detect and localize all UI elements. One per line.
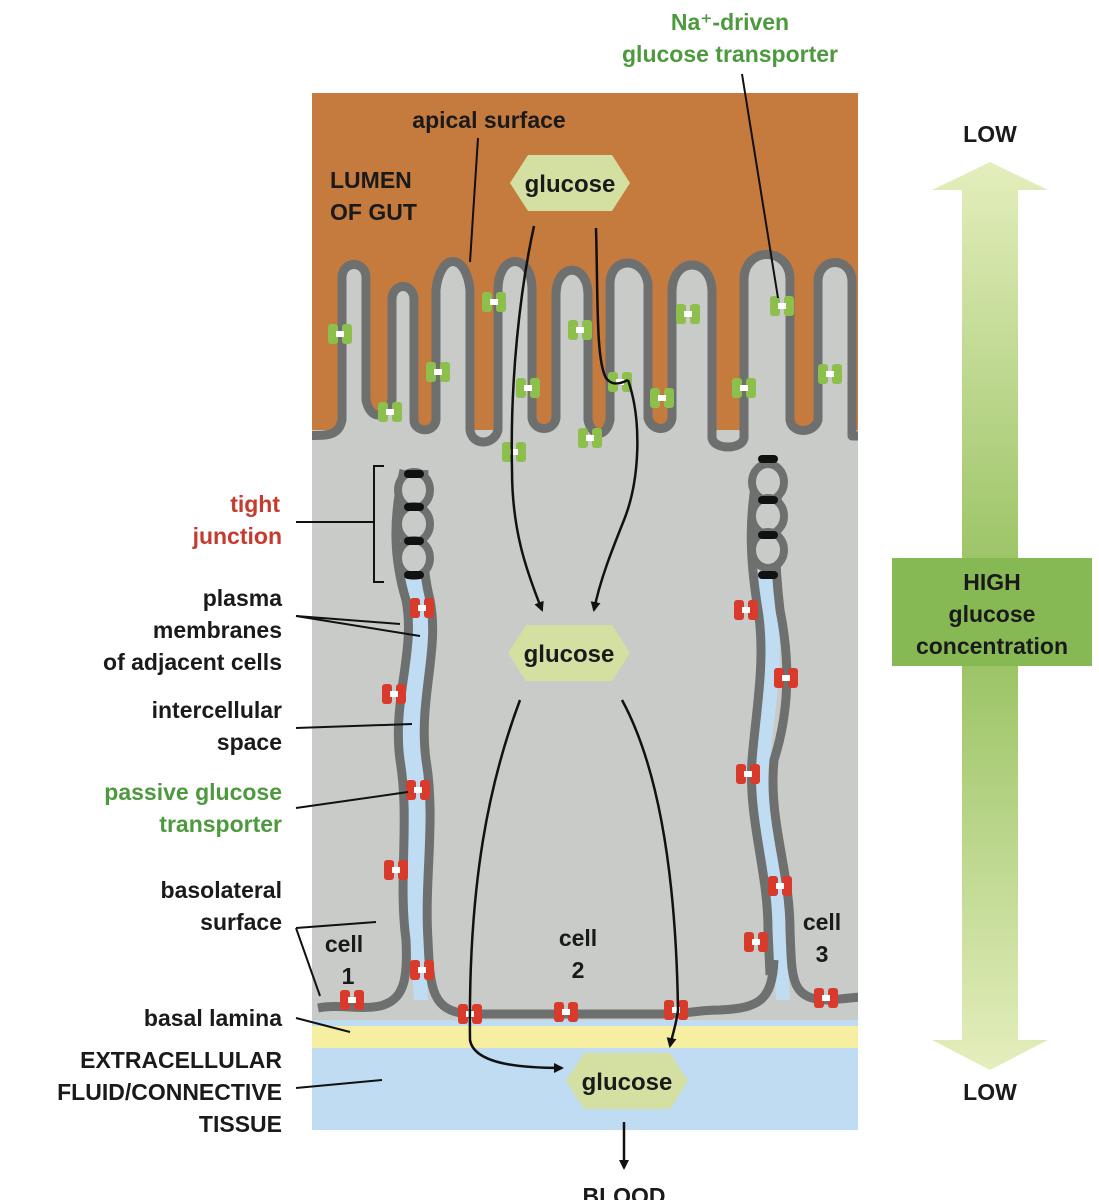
glucose-flow-arrows: [468, 225, 680, 1073]
na-driven-transporters: [328, 292, 842, 462]
na-transporter-icon: [502, 442, 526, 462]
plasma-membranes-label-line3: of adjacent cells: [103, 649, 282, 675]
na-transporter-icon: [770, 296, 794, 316]
passive-transporter-icon: [406, 780, 430, 800]
cell1-label-num: 1: [342, 963, 355, 989]
concentration-gradient: LOW HIGH glucose concentration LOW: [892, 121, 1092, 1105]
na-transporter-icon: [650, 388, 674, 408]
glucose-ecf-pill: glucose: [566, 1053, 688, 1109]
svg-text:glucose: glucose: [524, 641, 615, 668]
plasma-membranes-leader: [295, 615, 421, 637]
apical-surface-label: apical surface: [412, 107, 565, 133]
passive-transporter-icon: [340, 990, 364, 1010]
passive-transporter-icon: [734, 600, 758, 620]
plasma-membranes-label-line1: plasma: [203, 585, 282, 611]
lumen-label-line1: LUMEN: [330, 167, 412, 193]
left-labels: tight junction plasma membranes of adjac…: [57, 465, 421, 1137]
gradient-high-line2: glucose: [949, 601, 1036, 627]
passive-transporters: [340, 598, 838, 1024]
passive-transporter-icon: [384, 860, 408, 880]
tight-junction-label-line2: junction: [192, 523, 282, 549]
ecf-label-line1: EXTRACELLULAR: [80, 1047, 282, 1073]
basolateral-label-line2: surface: [200, 909, 282, 935]
cell2-label-num: 2: [572, 957, 585, 983]
cell2-label-word: cell: [559, 925, 597, 951]
na-transporter-icon: [328, 324, 352, 344]
na-transporter-icon: [426, 362, 450, 382]
na-transporter-icon: [516, 378, 540, 398]
na-transporter-icon: [482, 292, 506, 312]
tight-junction-left: [394, 468, 434, 580]
cell1-label-word: cell: [325, 931, 363, 957]
passive-transporter-icon: [410, 598, 434, 618]
passive-transporter-icon: [736, 764, 760, 784]
na-transporter-icon: [378, 402, 402, 422]
svg-text:glucose: glucose: [582, 1069, 673, 1096]
lateral-membrane-cell1-right: [317, 468, 413, 1013]
intercellular-space-right: [755, 470, 790, 1000]
na-transporter-icon: [578, 428, 602, 448]
na-transporter-icon: [676, 304, 700, 324]
passive-transporter-icon: [382, 684, 406, 704]
gradient-top-label: LOW: [963, 121, 1017, 147]
intercellular-space-leader: [295, 723, 413, 729]
basolateral-label-line1: basolateral: [161, 877, 282, 903]
na-driven-label-line1: Na⁺-driven: [671, 9, 789, 35]
apical-membrane: [312, 250, 858, 452]
basolateral-leader: [295, 921, 377, 997]
na-driven-label-line2: glucose transporter: [622, 41, 838, 67]
tight-junction-bracket: [296, 465, 384, 583]
intercellular-space-label-line1: intercellular: [152, 697, 282, 723]
passive-transporter-icon: [410, 960, 434, 980]
cell3-label-num: 3: [816, 941, 829, 967]
epithelium-panel: glucose glucose glucose LUMEN OF GUT api…: [312, 93, 858, 1130]
gradient-high-box: [892, 558, 1092, 666]
passive-transporter-icon: [744, 932, 768, 952]
tight-junction-label-line1: tight: [230, 491, 280, 517]
apical-surface-leader: [469, 137, 479, 263]
na-transporter-icon: [818, 364, 842, 384]
passive-transporter-leader: [295, 791, 409, 809]
gradient-bottom-label: LOW: [963, 1079, 1017, 1105]
na-transporter-icon: [732, 378, 756, 398]
plasma-membranes-label-line2: membranes: [153, 617, 282, 643]
gradient-high-line3: concentration: [916, 633, 1068, 659]
ecf-label-line2: FLUID/CONNECTIVE: [57, 1079, 282, 1105]
na-driven-leader: [741, 73, 779, 299]
gradient-high-line1: HIGH: [963, 569, 1021, 595]
glucose-lumen-pill: glucose: [510, 155, 630, 211]
passive-transporter-label-line2: transporter: [159, 811, 282, 837]
passive-transporter-icon: [554, 1002, 578, 1022]
tight-junction-right: [748, 455, 788, 579]
blood-label: BLOOD: [582, 1183, 665, 1200]
passive-transporter-icon: [774, 668, 798, 688]
basal-lamina-leader: [295, 1017, 351, 1033]
ecf-leader: [295, 1079, 383, 1089]
passive-transporter-label-line1: passive glucose: [104, 779, 282, 805]
passive-transporter-icon: [664, 1000, 688, 1020]
na-transporter-icon: [568, 320, 592, 340]
lumen-label-line2: OF GUT: [330, 199, 417, 225]
passive-transporter-icon: [768, 876, 792, 896]
intercellular-space-left: [399, 470, 429, 1000]
basal-lamina-label: basal lamina: [144, 1005, 282, 1031]
svg-text:glucose: glucose: [525, 171, 616, 198]
intercellular-space-label-line2: space: [217, 729, 282, 755]
cell3-label-word: cell: [803, 909, 841, 935]
passive-transporter-icon: [814, 988, 838, 1008]
glucose-cell-pill: glucose: [508, 625, 630, 681]
ecf-label-line3: TISSUE: [199, 1111, 282, 1137]
